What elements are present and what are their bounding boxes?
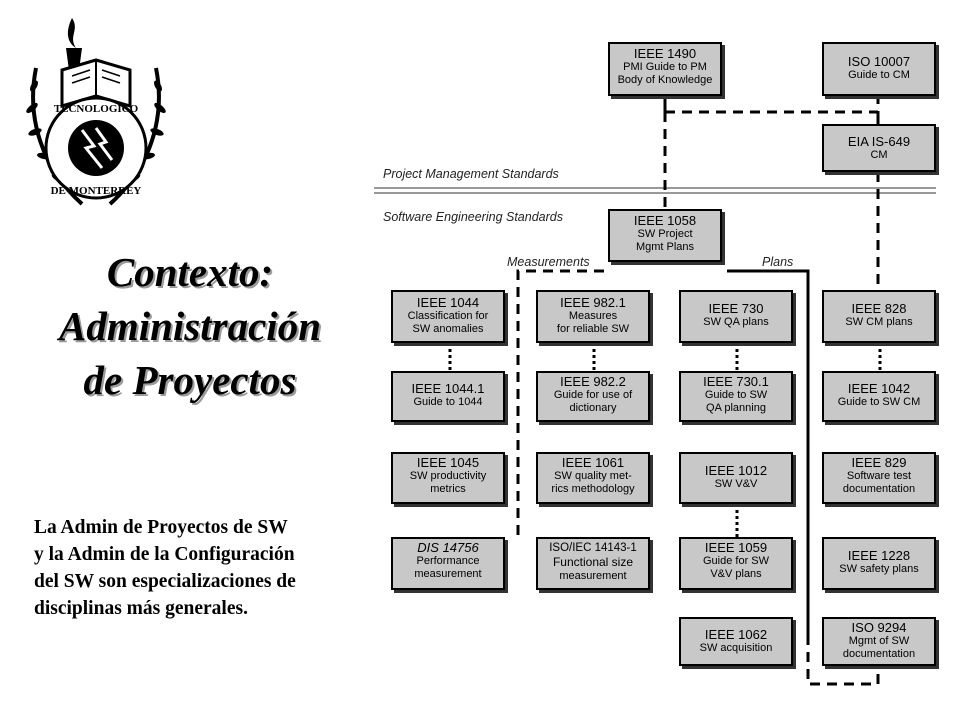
box-subtitle: Guide for use of — [553, 389, 633, 401]
box-subtitle: rics methodology — [551, 483, 635, 495]
box-subtitle: SW productivity — [409, 470, 487, 482]
box-title: IEEE 1012 — [704, 463, 768, 478]
box-subtitle: Guide for SW — [702, 555, 770, 567]
box-subtitle: measurement — [414, 568, 482, 580]
tec-de-monterrey-logo: TECNOLOGICO DE MONTERREY — [26, 18, 166, 206]
box-subtitle: QA planning — [706, 402, 766, 414]
box-ieee-1059: IEEE 1059 Guide for SW V&V plans — [679, 537, 793, 590]
box-ieee-1045: IEEE 1045 SW productivity metrics — [391, 452, 505, 504]
box-ieee-1058: IEEE 1058 SW Project Mgmt Plans — [608, 209, 722, 262]
box-ieee-1228: IEEE 1228 SW safety plans — [822, 537, 936, 590]
box-subtitle: Mgmt Plans — [635, 241, 695, 253]
se-standards-label: Software Engineering Standards — [383, 210, 563, 224]
box-ieee-982-1: IEEE 982.1 Measures for reliable SW — [536, 290, 650, 343]
description-line-1: La Admin de Proyectos de SW — [34, 517, 288, 538]
box-title: IEEE 1044 — [416, 295, 480, 310]
svg-text:TECNOLOGICO: TECNOLOGICO — [54, 103, 139, 115]
box-subtitle: Guide to SW CM — [837, 396, 921, 408]
box-title: IEEE 982.1 — [560, 295, 626, 310]
box-title: IEEE 1062 — [704, 627, 768, 642]
box-subtitle: SW Project — [637, 228, 693, 240]
box-subtitle: documentation — [842, 483, 916, 495]
title-line-1: Contexto: — [106, 249, 274, 295]
box-iso-10007: ISO 10007 Guide to CM — [822, 42, 936, 96]
box-subtitle: Software test — [846, 470, 912, 482]
box-ieee-982-2: IEEE 982.2 Guide for use of dictionary — [536, 371, 650, 422]
box-title: ISO/IEC 14143-1 — [549, 542, 637, 554]
box-title: IEEE 1228 — [847, 548, 911, 563]
box-subtitle: dictionary — [569, 402, 617, 414]
box-ieee-1062: IEEE 1062 SW acquisition — [679, 617, 793, 666]
box-subtitle: CM — [870, 149, 888, 161]
box-ieee-1044-1: IEEE 1044.1 Guide to 1044 — [391, 371, 505, 422]
box-ieee-1012: IEEE 1012 SW V&V — [679, 452, 793, 504]
box-ieee-1044: IEEE 1044 Classification for SW anomalie… — [391, 290, 505, 343]
box-dis-14756: DIS 14756 Performance measurement — [391, 537, 505, 590]
box-subtitle: PMI Guide to PM — [623, 61, 707, 73]
box-subtitle: SW V&V — [714, 478, 758, 490]
standards-separator — [374, 187, 936, 194]
box-ieee-1042: IEEE 1042 Guide to SW CM — [822, 371, 936, 422]
box-title: IEEE 982.2 — [560, 374, 626, 389]
box-subtitle: Guide to 1044 — [413, 396, 483, 408]
box-title: IEEE 1044.1 — [411, 381, 485, 396]
description-line-3: del SW son especializaciones de — [34, 571, 296, 592]
box-ieee-1490: IEEE 1490 PMI Guide to PM Body of Knowle… — [608, 42, 722, 96]
box-subtitle: metrics — [430, 483, 466, 495]
box-subtitle: Mgmt of SW — [848, 635, 910, 647]
box-subtitle: SW QA plans — [703, 316, 769, 328]
box-title: ISO 10007 — [847, 54, 911, 69]
box-eia-is-649: EIA IS-649 CM — [822, 124, 936, 172]
box-title: IEEE 828 — [851, 301, 907, 316]
box-iso-iec-14143-1: ISO/IEC 14143-1 Functional size measurem… — [536, 537, 650, 590]
box-subtitle: V&V plans — [710, 568, 762, 580]
title-line-2: Administración — [58, 303, 321, 349]
box-title: DIS 14756 — [417, 540, 479, 555]
box-subtitle: SW quality met- — [554, 470, 632, 482]
box-title: IEEE 1045 — [416, 455, 480, 470]
box-subtitle: SW safety plans — [839, 563, 919, 575]
box-ieee-829: IEEE 829 Software test documentation — [822, 452, 936, 504]
box-title: IEEE 730 — [708, 301, 764, 316]
box-ieee-828: IEEE 828 SW CM plans — [822, 290, 936, 343]
description-text: La Admin de Proyectos de SW y la Admin d… — [34, 514, 364, 622]
solid-connectors — [663, 96, 880, 635]
box-subtitle: Guide to CM — [848, 69, 910, 81]
box-title: IEEE 829 — [851, 455, 907, 470]
title-line-3: de Proyectos — [83, 357, 297, 403]
box-ieee-1061: IEEE 1061 SW quality met- rics methodolo… — [536, 452, 650, 504]
measurements-label: Measurements — [507, 255, 590, 269]
box-title: IEEE 1059 — [704, 540, 768, 555]
dotted-connectors — [448, 343, 882, 537]
box-subtitle: Performance — [416, 555, 480, 567]
box-subtitle: Guide to SW — [704, 389, 768, 401]
box-subtitle: for reliable SW — [556, 323, 630, 335]
box-subtitle: Classification for — [407, 310, 489, 322]
box-title: IEEE 1042 — [847, 381, 911, 396]
box-title: IEEE 730.1 — [703, 374, 769, 389]
box-ieee-730: IEEE 730 SW QA plans — [679, 290, 793, 343]
description-line-2: y la Admin de la Configuración — [34, 544, 295, 565]
plans-label: Plans — [762, 255, 794, 269]
pm-standards-label: Project Management Standards — [383, 167, 559, 181]
box-subtitle: SW acquisition — [699, 642, 773, 654]
box-title: IEEE 1490 — [633, 46, 697, 61]
box-subtitle: SW CM plans — [845, 316, 913, 328]
box-subtitle: measurement — [559, 570, 627, 582]
page-title: Contexto: Administración de Proyectos — [20, 245, 360, 407]
box-subtitle: Functional size — [552, 555, 634, 569]
box-title: IEEE 1061 — [561, 455, 625, 470]
box-title: EIA IS-649 — [847, 134, 911, 149]
box-title: ISO 9294 — [851, 620, 907, 635]
box-title: IEEE 1058 — [633, 213, 697, 228]
box-subtitle: Body of Knowledge — [617, 74, 713, 86]
svg-text:DE MONTERREY: DE MONTERREY — [51, 185, 142, 197]
box-subtitle: documentation — [842, 648, 916, 660]
description-line-4: disciplinas más generales. — [34, 598, 248, 619]
box-subtitle: SW anomalies — [412, 323, 484, 335]
box-subtitle: Measures — [568, 310, 618, 322]
box-ieee-730-1: IEEE 730.1 Guide to SW QA planning — [679, 371, 793, 422]
box-iso-9294: ISO 9294 Mgmt of SW documentation — [822, 617, 936, 666]
